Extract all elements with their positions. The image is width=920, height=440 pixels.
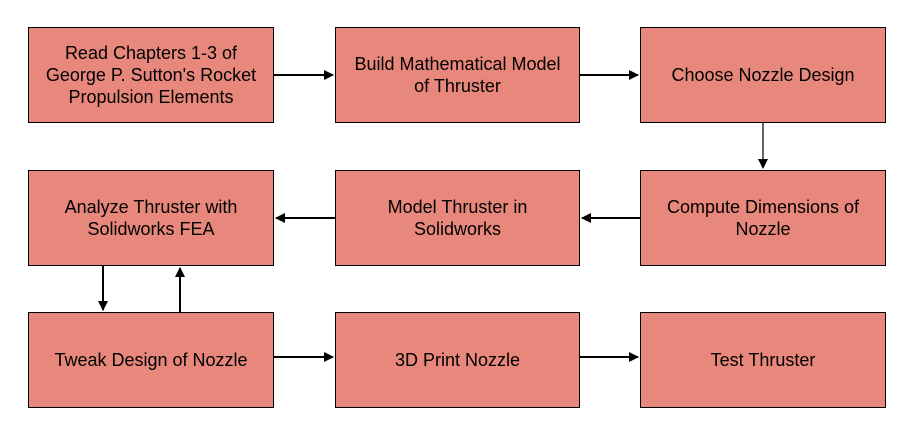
step-choose-nozzle-design: Choose Nozzle Design <box>640 27 886 123</box>
step-compute-dimensions: Compute Dimensions of Nozzle <box>640 170 886 266</box>
step-build-model: Build Mathematical Model of Thruster <box>335 27 580 123</box>
step-tweak-design: Tweak Design of Nozzle <box>28 312 274 408</box>
step-analyze-fea: Analyze Thruster with Solidworks FEA <box>28 170 274 266</box>
step-3d-print: 3D Print Nozzle <box>335 312 580 408</box>
step-read-chapters: Read Chapters 1-3 of George P. Sutton's … <box>28 27 274 123</box>
step-model-in-solidworks: Model Thruster in Solidworks <box>335 170 580 266</box>
step-test-thruster: Test Thruster <box>640 312 886 408</box>
